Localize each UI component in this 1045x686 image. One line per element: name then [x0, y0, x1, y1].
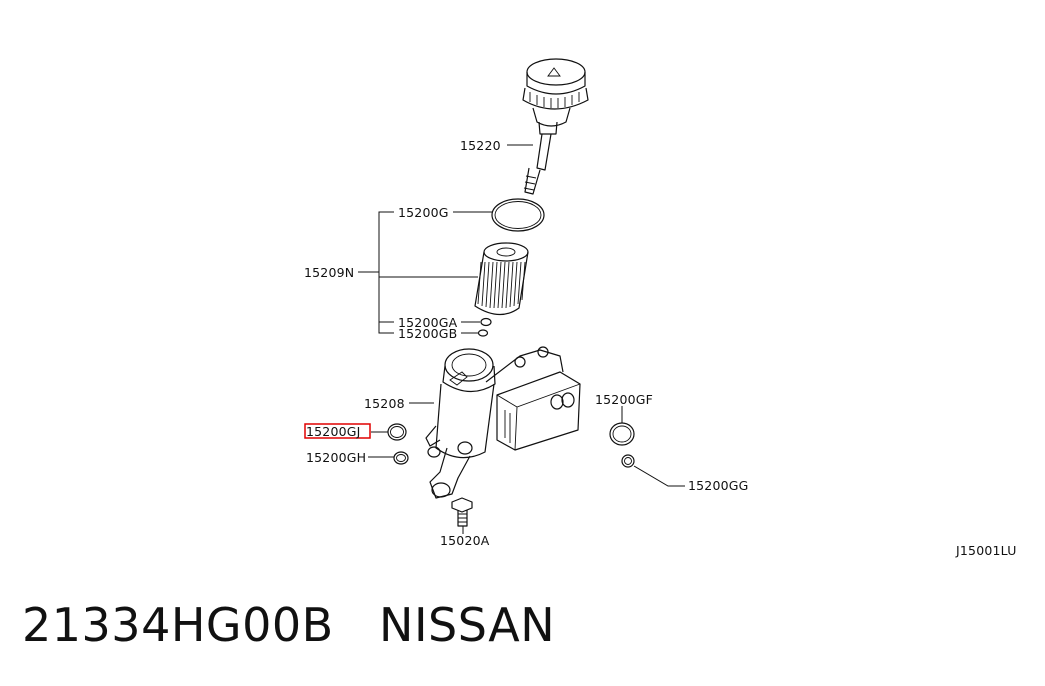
o-ring-15200GH[interactable]: [393, 451, 409, 465]
bolt-15020A[interactable]: [451, 497, 473, 527]
part-number: 21334HG00B: [22, 598, 334, 652]
o-ring-15200G[interactable]: [491, 198, 545, 232]
leader-lines: [368, 144, 685, 534]
label-15200GH[interactable]: 15200GH: [306, 450, 366, 465]
diagram-code: J15001LU: [955, 543, 1017, 558]
label-15208[interactable]: 15208: [364, 396, 405, 411]
o-ring-15200GA[interactable]: [480, 317, 492, 327]
part-caption: 21334HG00B NISSAN: [22, 598, 555, 652]
selected-part-highlight: [304, 423, 371, 439]
label-15200GB[interactable]: 15200GB: [398, 326, 457, 341]
o-ring-15200GB[interactable]: [477, 329, 489, 337]
label-15200G[interactable]: 15200G: [398, 205, 449, 220]
brand-name: NISSAN: [379, 598, 556, 652]
label-15200GA[interactable]: 15200GA: [398, 315, 458, 330]
label-15209N[interactable]: 15209N: [304, 265, 354, 280]
o-ring-15200GG[interactable]: [621, 454, 635, 468]
kit-bracket: [358, 211, 478, 334]
label-15200GF[interactable]: 15200GF: [595, 392, 653, 407]
label-15220[interactable]: 15220: [460, 138, 501, 153]
filter-housing-15208[interactable]: [425, 346, 581, 499]
label-15200GG[interactable]: 15200GG: [688, 478, 749, 493]
label-15200GJ[interactable]: 15200GJ: [306, 424, 361, 439]
label-15020A[interactable]: 15020A: [440, 533, 490, 548]
filter-cap-15220[interactable]: [522, 58, 589, 195]
filter-element-15209N[interactable]: [474, 242, 529, 316]
